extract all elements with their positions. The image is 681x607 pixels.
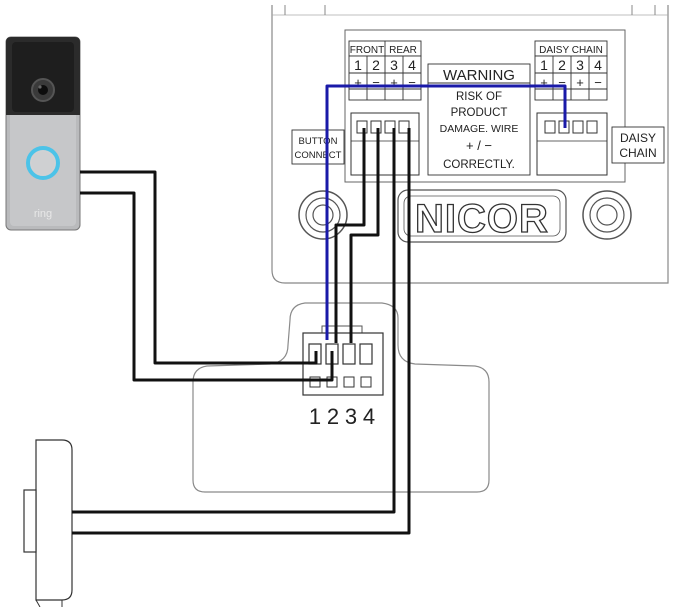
mounting-hole-left xyxy=(298,190,348,240)
terminal-plate xyxy=(344,29,626,183)
bracket-outline xyxy=(192,302,490,493)
svg-text:BUTTON: BUTTON xyxy=(299,136,338,147)
svg-text:CONNECT: CONNECT xyxy=(295,150,342,161)
wire-connector: 1 2 3 4 xyxy=(302,325,384,429)
wire-doorbell-b xyxy=(80,191,334,382)
rear-label: REAR xyxy=(389,45,417,56)
front-terminal-1-number: 1 xyxy=(354,57,362,73)
daisy-terminal-3-polarity: + xyxy=(576,75,584,90)
warning-line-2: PRODUCT xyxy=(451,107,508,119)
front-label: FRONT xyxy=(350,45,384,56)
daisy-terminal-4-polarity: − xyxy=(594,75,602,90)
nicor-brand-text: NICOR xyxy=(415,197,549,241)
wire-blue-jumper xyxy=(325,84,567,340)
ring-doorbell: ring xyxy=(5,36,81,231)
wire-connector-3-to-front xyxy=(349,128,380,343)
front-terminal-2-number: 2 xyxy=(372,57,380,73)
warning-line-3: DAMAGE. WIRE xyxy=(440,123,519,135)
svg-text:CHAIN: CHAIN xyxy=(619,146,656,160)
daisy-chain-header-label: DAISY CHAIN xyxy=(539,45,603,56)
wire-connector-2-to-front xyxy=(334,128,366,343)
front-rear-label-block: FRONT REAR 1 2 3 4 + − + − xyxy=(348,40,422,101)
connector-number-4: 4 xyxy=(363,404,375,429)
connector-number-2: 2 xyxy=(327,404,339,429)
warning-line-5: CORRECTLY. xyxy=(443,159,515,171)
daisy-chain-terminal-block xyxy=(536,112,608,176)
warning-line-4: + / − xyxy=(466,138,492,153)
rear-terminal-4-number: 4 xyxy=(408,57,416,73)
mounting-hole-right xyxy=(582,190,632,240)
button-connect-label: BUTTON CONNECT xyxy=(291,129,345,165)
nicor-logo: NICOR xyxy=(397,189,567,243)
ring-brand-text: ring xyxy=(34,208,52,220)
connector-number-1: 1 xyxy=(309,404,321,429)
daisy-terminal-4-number: 4 xyxy=(594,57,602,73)
rear-terminal-4-polarity: − xyxy=(408,75,416,90)
chime-panel: FRONT REAR 1 2 3 4 + − + − DAISY CHAIN xyxy=(271,5,669,284)
wire-doorbell-a xyxy=(80,170,318,365)
svg-text:DAISY: DAISY xyxy=(620,131,656,145)
warning-box: WARNING RISK OF PRODUCT DAMAGE. WIRE + /… xyxy=(427,63,531,176)
front-terminal-2-polarity: − xyxy=(372,75,380,90)
daisy-terminal-3-number: 3 xyxy=(576,57,584,73)
wire-chime-a xyxy=(72,128,396,514)
warning-title: WARNING xyxy=(443,67,515,84)
button-connect-terminal-block xyxy=(350,112,420,176)
daisy-terminal-1-number: 1 xyxy=(540,57,548,73)
warning-line-1: RISK OF xyxy=(456,91,502,103)
daisy-chain-label-block: DAISY CHAIN 1 2 3 4 + − + − xyxy=(534,40,608,101)
daisy-terminal-2-number: 2 xyxy=(558,57,566,73)
chime-unit-profile xyxy=(23,439,73,607)
daisy-terminal-1-polarity: + xyxy=(540,75,548,90)
wire-chime-b xyxy=(72,128,411,535)
daisy-chain-side-label: DAISY CHAIN xyxy=(611,126,665,164)
daisy-terminal-2-polarity: − xyxy=(558,75,566,90)
front-terminal-1-polarity: + xyxy=(354,75,362,90)
connector-number-3: 3 xyxy=(345,404,357,429)
rear-terminal-3-polarity: + xyxy=(390,75,398,90)
rear-terminal-3-number: 3 xyxy=(390,57,398,73)
